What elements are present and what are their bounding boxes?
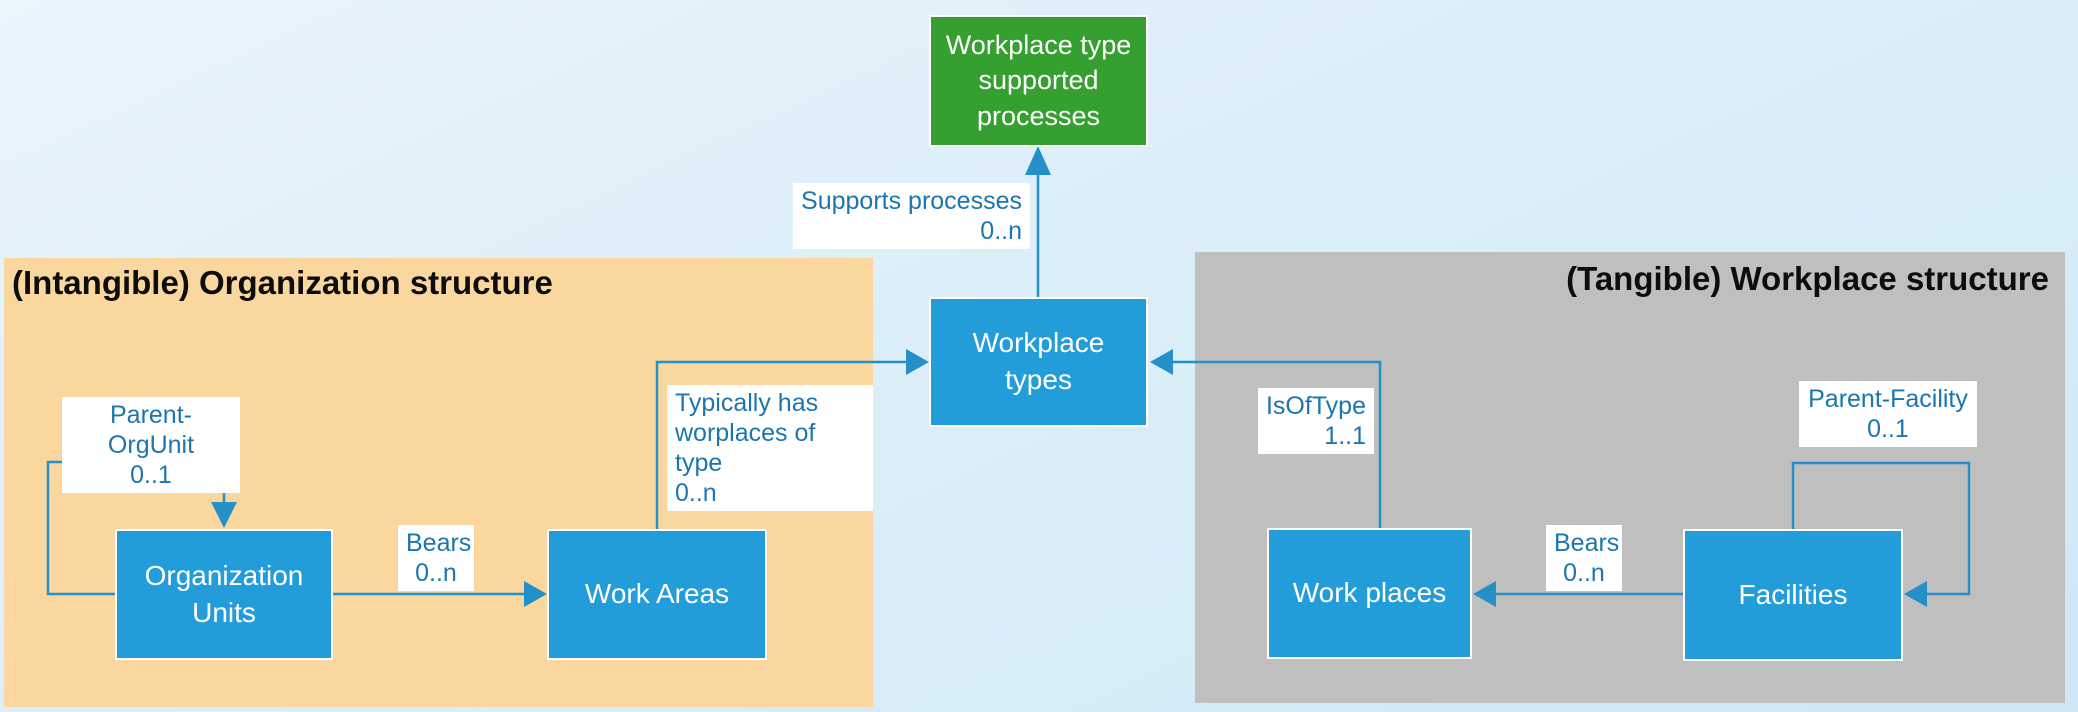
node-work-places: Work places: [1267, 528, 1472, 659]
node-label: Workplace type supported processes: [945, 30, 1132, 131]
node-label: Work places: [1292, 577, 1447, 609]
connector-is-of-type: [1150, 349, 1382, 528]
connector-bears-org: [333, 581, 547, 607]
connector-bears-facility: [1473, 581, 1683, 607]
connector-parent-facility-selfloop: [1791, 461, 1971, 607]
node-label: Facilities: [1738, 578, 1848, 610]
edge-label-supports-processes: Supports processes 0..n: [793, 183, 1030, 249]
edge-label-bears-facility: Bears 0..n: [1546, 525, 1622, 591]
node-workplace-types: Workplace types: [929, 297, 1148, 427]
node-label: Workplace types: [972, 327, 1105, 395]
node-facilities: Facilities: [1683, 529, 1903, 661]
edge-label-parent-facility: Parent-Facility 0..1: [1799, 381, 1977, 447]
node-work-areas: Work Areas: [547, 529, 767, 660]
node-organization-units: Organization Units: [115, 529, 333, 660]
connector-typically-has: [655, 349, 929, 529]
region-organization-title: (Intangible) Organization structure: [12, 264, 553, 301]
node-label: Work Areas: [584, 578, 730, 610]
connector-supports-processes: [1025, 146, 1051, 297]
node-workplace-type-supported-processes: Workplace type supported processes: [929, 15, 1148, 147]
edge-label-is-of-type: IsOfType 1..1: [1257, 388, 1374, 454]
edge-label-parent-orgunit: Parent-OrgUnit 0..1: [62, 397, 240, 493]
edge-label-typically-has: Typically has worplaces of type 0..n: [667, 385, 873, 511]
node-label: Organization Units: [144, 559, 304, 628]
region-workplace-title: (Tangible) Workplace structure: [1566, 260, 2049, 297]
edge-label-bears-org: Bears 0..n: [398, 525, 474, 591]
